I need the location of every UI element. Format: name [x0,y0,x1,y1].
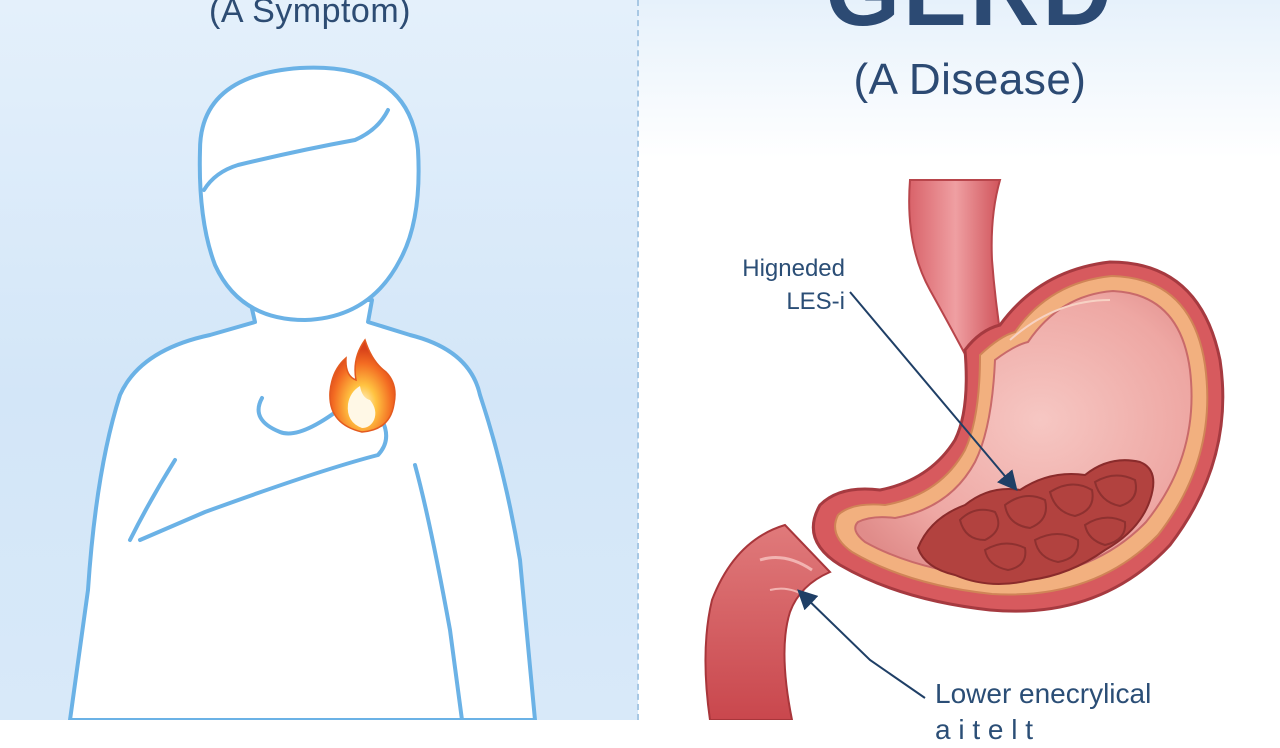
stomach-anatomy-icon [704,179,1225,720]
person-outline-icon [68,65,537,720]
lower-pointer-line [797,589,926,699]
les-label-line2: LES-i [786,288,845,315]
panel-divider [637,0,639,720]
lower-label-line1: Lower enecrylical [935,678,1152,709]
flame-icon [329,338,396,433]
disease-subtitle: (A Disease) [853,55,1087,104]
les-pointer-line [849,291,1018,492]
les-label: Higneded LES-i [690,252,845,318]
illustration-canvas [68,65,1225,720]
lower-label-line2: a i t e l t [935,714,1034,745]
symptom-subtitle: (A Symptom) [209,0,411,30]
lower-label: Lower enecrylical a i t e l t [935,676,1255,748]
gerd-title: GERD [740,0,1200,48]
les-label-line1: Higneded [742,255,845,282]
